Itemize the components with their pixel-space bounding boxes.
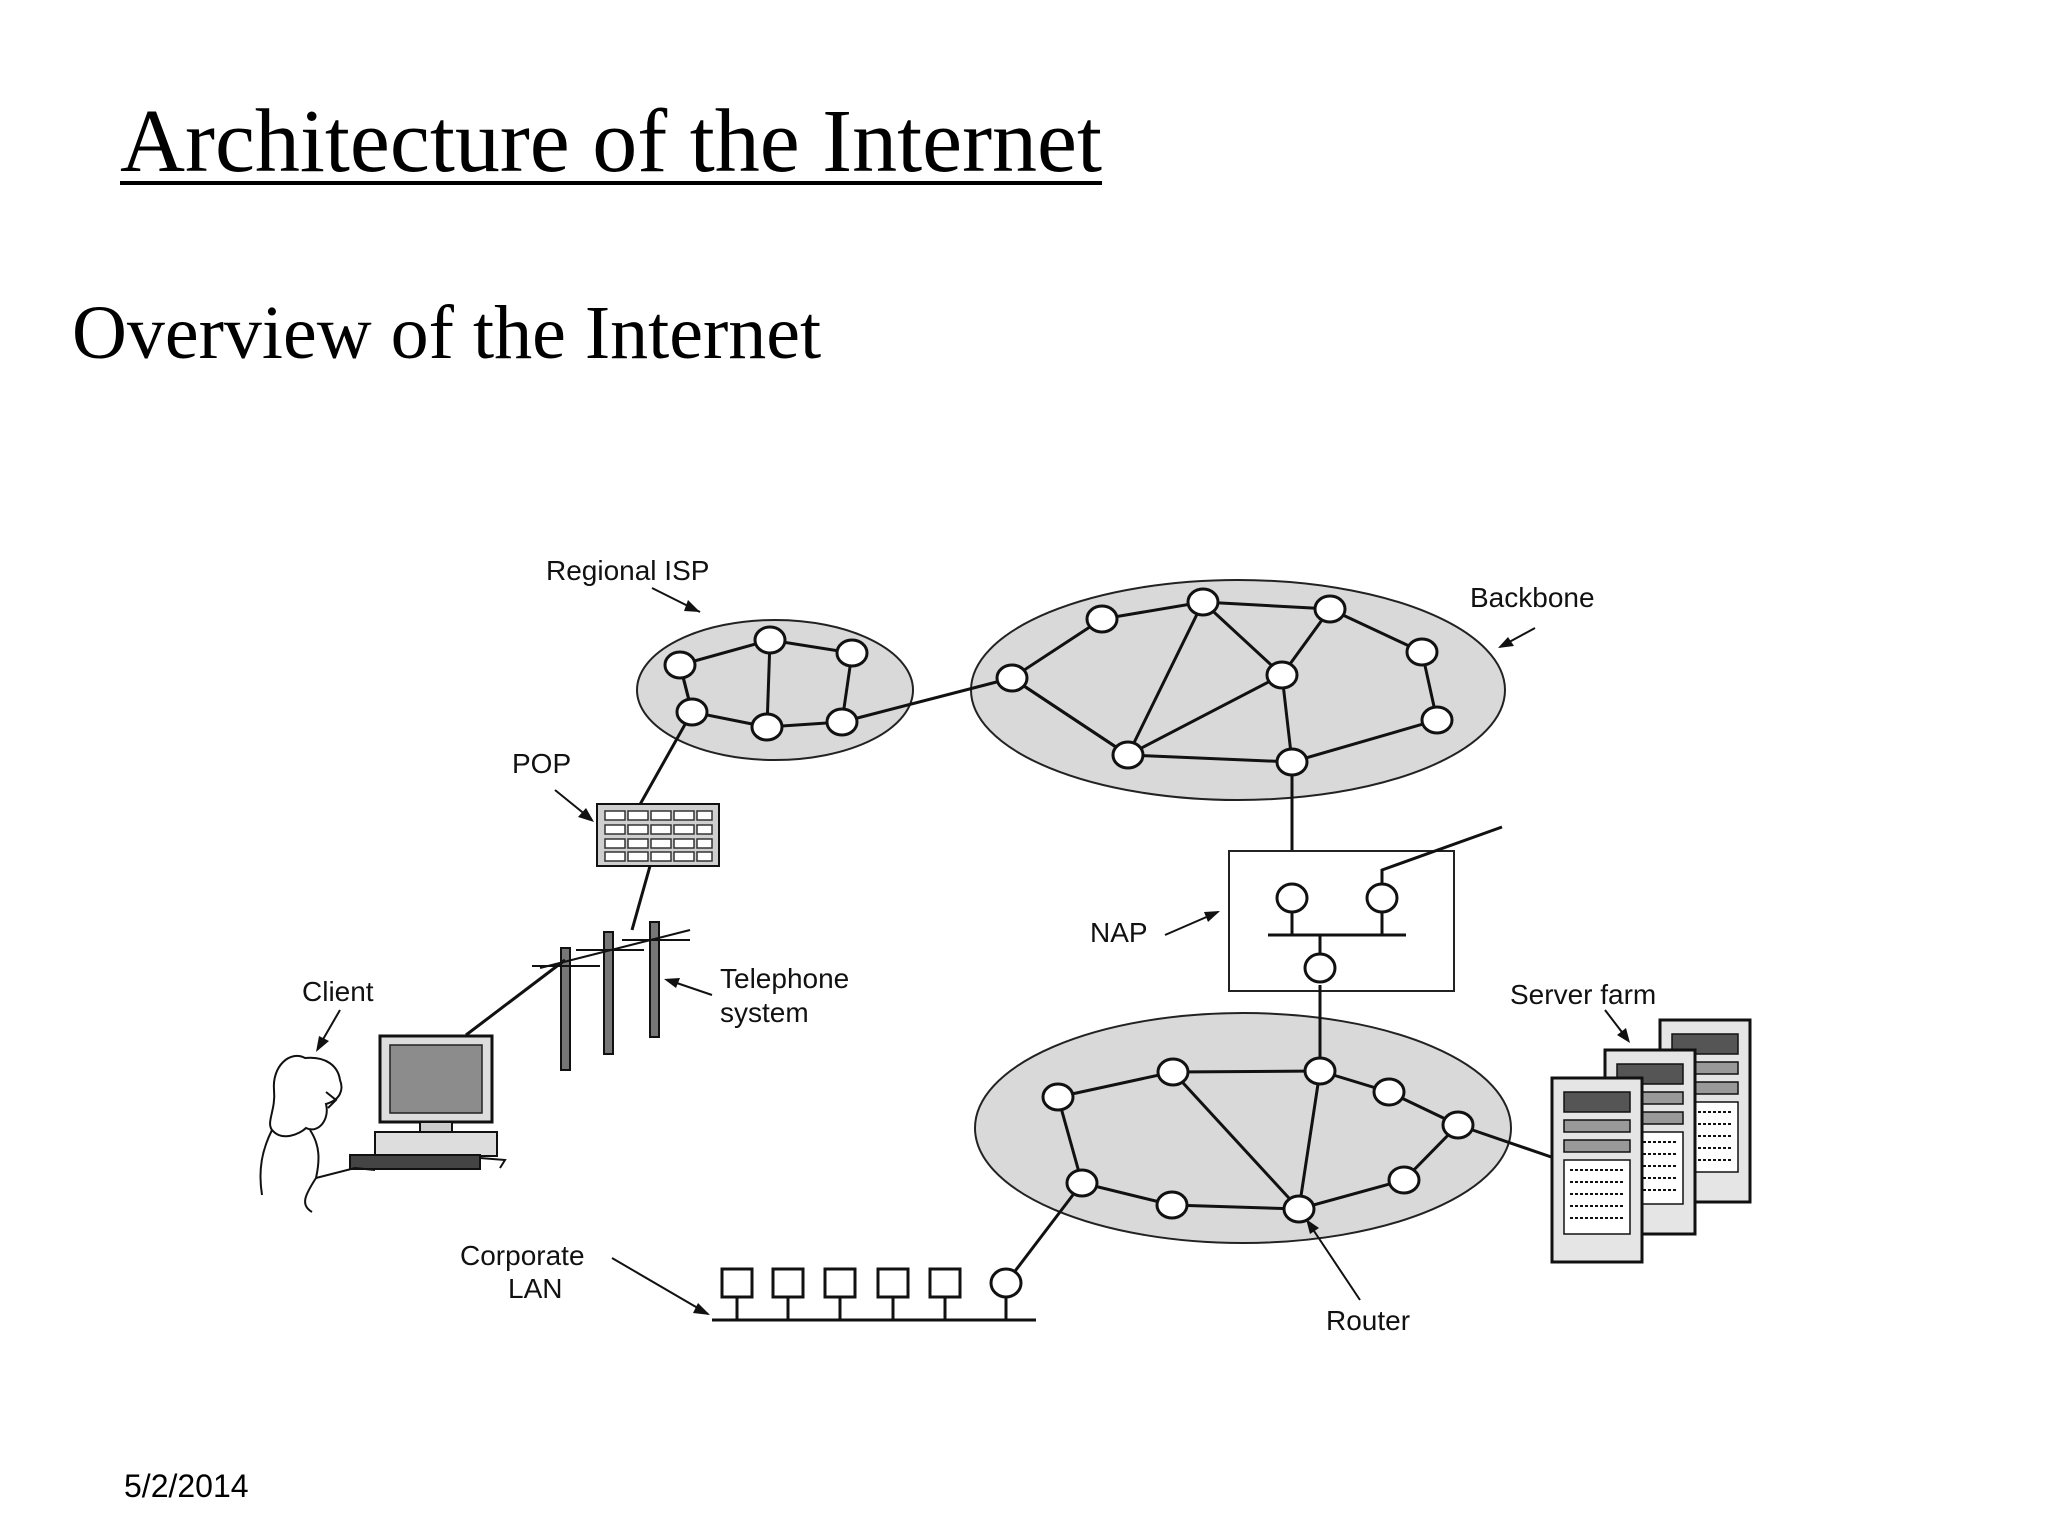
backbone-cloud: [970, 579, 1506, 801]
label-telephone-line1: Telephone: [720, 963, 849, 994]
label-corporate-line2: LAN: [508, 1273, 562, 1304]
lower-network-links: [1004, 1069, 1561, 1284]
label-router: Router: [1326, 1305, 1410, 1336]
label-telephone-line2: system: [720, 997, 809, 1028]
label-pop: POP: [512, 748, 571, 779]
label-regional-isp: Regional ISP: [546, 555, 709, 586]
lower-network-cloud: [974, 1012, 1512, 1244]
pop-modem-rack-icon: [596, 803, 720, 931]
slide-subtitle: Overview of the Internet: [72, 291, 822, 375]
label-nap: NAP: [1090, 917, 1148, 948]
client-person-icon: [259, 1055, 376, 1213]
label-backbone: Backbone: [1470, 582, 1595, 613]
label-client: Client: [302, 976, 374, 1007]
slide-date: 5/2/2014: [124, 1468, 249, 1504]
slide-title: Architecture of the Internet: [120, 92, 1103, 191]
nap-box: [1228, 850, 1455, 992]
label-pointers: [316, 587, 1630, 1315]
telephone-poles-icon: [465, 921, 691, 1071]
label-server-farm: Server farm: [1510, 979, 1656, 1010]
server-farm-icon: [1550, 1018, 1752, 1264]
network-nodes: [663, 587, 1475, 1224]
label-corporate-line1: Corporate: [460, 1240, 585, 1271]
client-computer-icon: [349, 1034, 507, 1170]
corporate-lan: [712, 1267, 1036, 1322]
